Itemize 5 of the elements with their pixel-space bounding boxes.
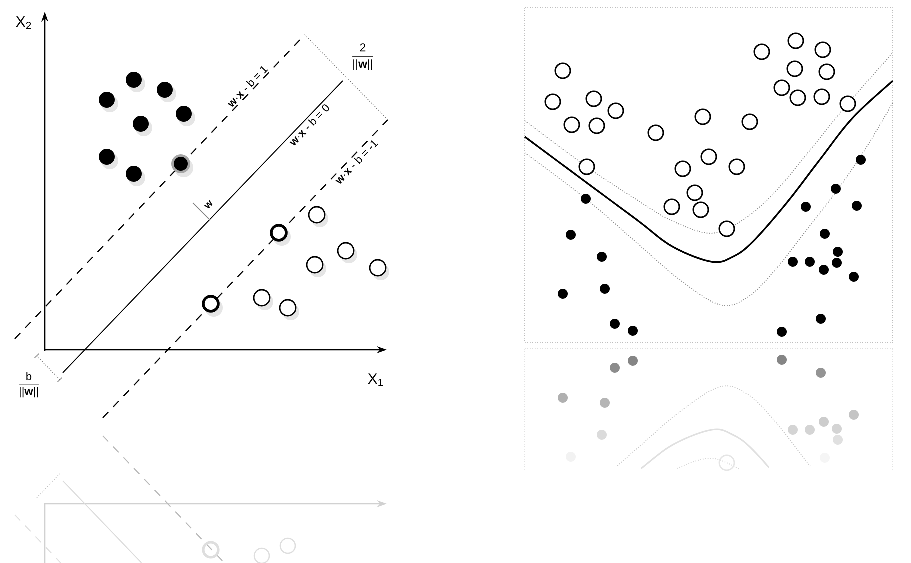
fraction-label: b ||w||: [18, 372, 40, 398]
axis-label: X$_{2}$: [16, 16, 32, 30]
vector-label: w: [204, 200, 213, 209]
axis-label: X$_{1}$: [368, 374, 384, 386]
fraction-label: 2 ||w||: [352, 44, 374, 70]
